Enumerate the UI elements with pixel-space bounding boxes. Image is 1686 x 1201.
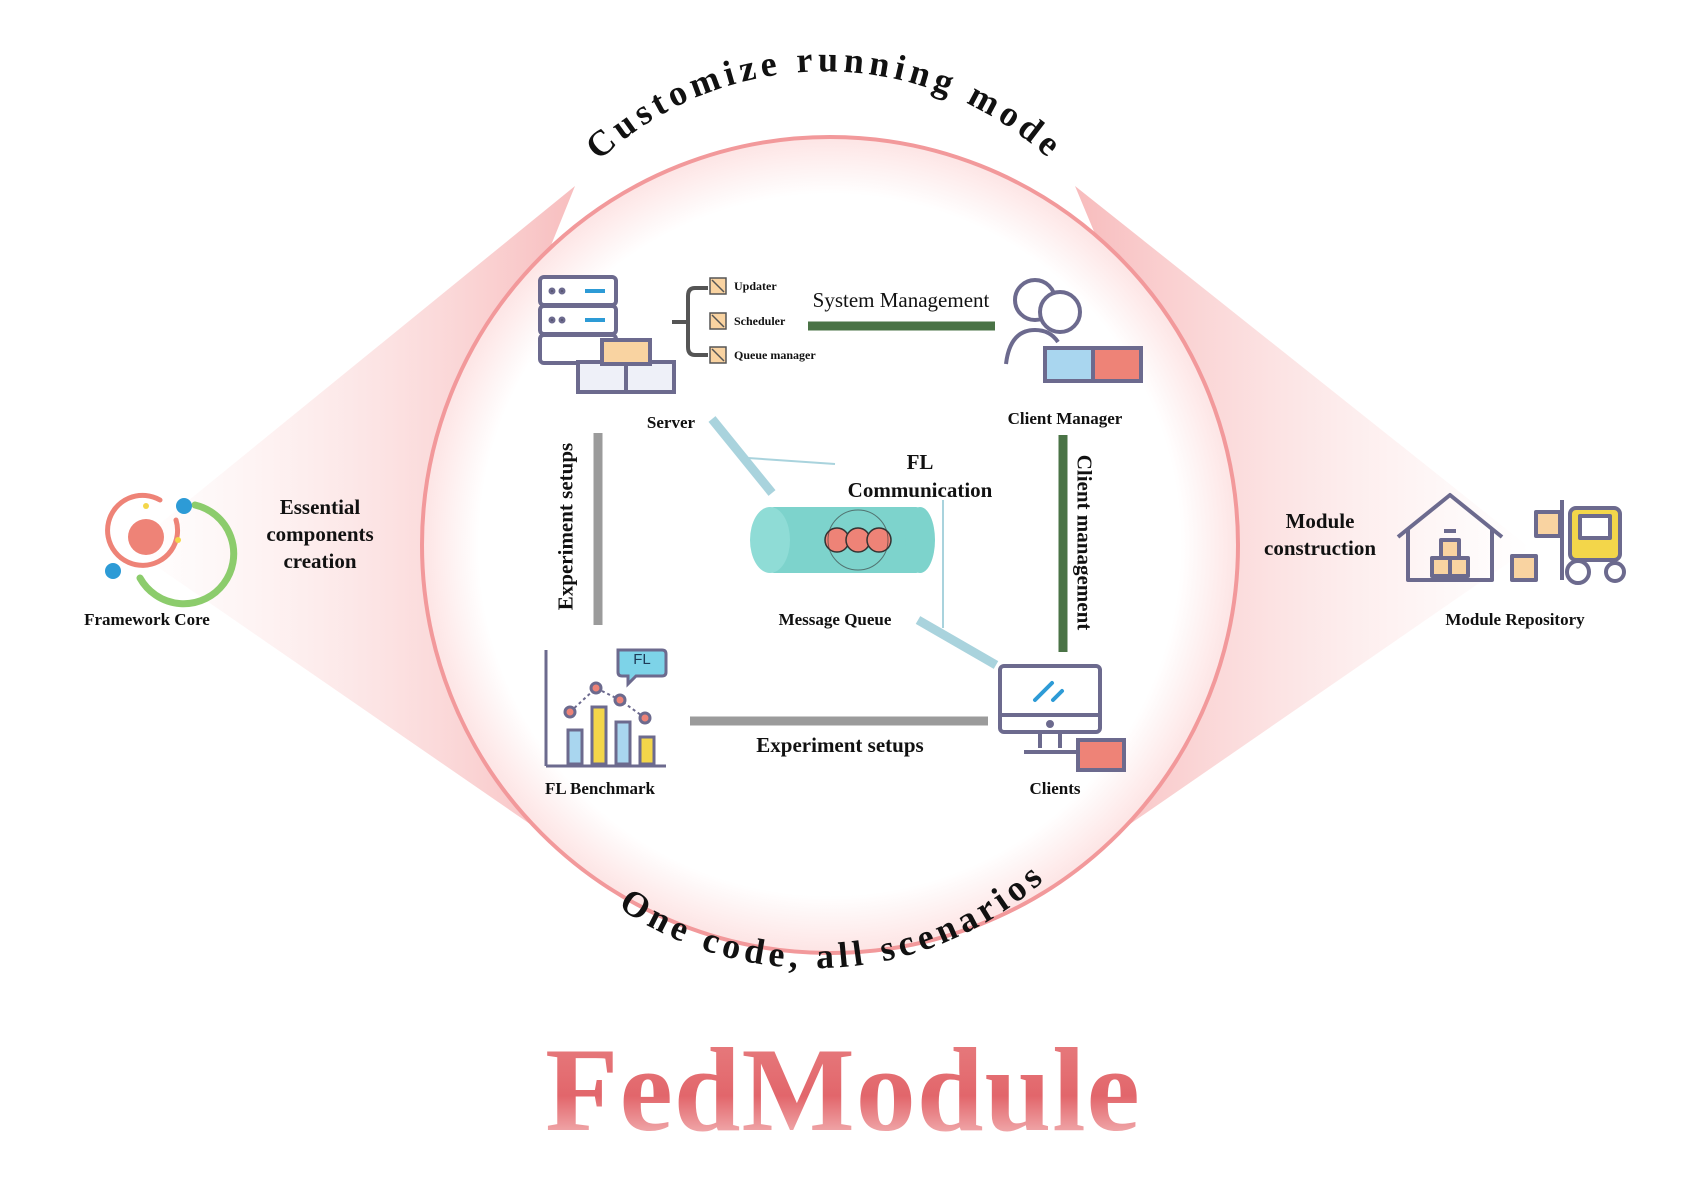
experiment-setups-vertical-label: Experiment setups [553,442,578,611]
message-queue-icon [750,507,935,573]
framework-core-label: Framework Core [84,610,210,629]
fl-communication-line: FL [906,450,934,474]
experiment-setups-horizontal-label: Experiment setups [756,733,924,757]
clients-icon [998,664,1126,772]
framework-core-icon [105,492,238,608]
caption-line: Module [1285,509,1355,533]
caption-line: construction [1264,536,1376,560]
fl-benchmark-icon [544,648,668,768]
server-label: Server [646,413,696,432]
module-construction-caption: Module construction [1240,508,1400,562]
server-parts-bracket [672,286,708,357]
benchmark-badge: FL [633,651,651,668]
forklift-icon [1510,500,1626,585]
scheduler-label: Scheduler [734,314,786,328]
updater-label: Updater [734,279,777,293]
fl-communication-edge-server [708,416,776,496]
client-management-label: Client management [1072,454,1097,631]
fedmodule-title: FedModule [0,1030,1686,1150]
caption-line: Essential [279,495,361,519]
clients-label: Clients [1029,779,1081,798]
fl-communication-label: FL Communication [820,448,1020,504]
fl-communication-pointer [747,457,836,465]
client-manager-icon [1004,278,1143,383]
fl-benchmark-label: FL Benchmark [544,779,656,798]
caption-line: creation [283,549,357,573]
fl-communication-line: Communication [847,478,993,502]
fl-communication-edge-clients [915,616,999,669]
message-queue-label: Message Queue [778,610,892,629]
queue-manager-label: Queue manager [734,348,816,362]
server-icon [538,275,676,394]
client-manager-label: Client Manager [1007,409,1123,428]
server-part-boxes [709,277,727,364]
essential-components-caption: Essential components creation [240,494,400,575]
warehouse-icon [1396,493,1504,582]
module-repository-label: Module Repository [1445,610,1585,629]
caption-line: components [266,522,374,546]
system-management-label: System Management [812,288,990,312]
